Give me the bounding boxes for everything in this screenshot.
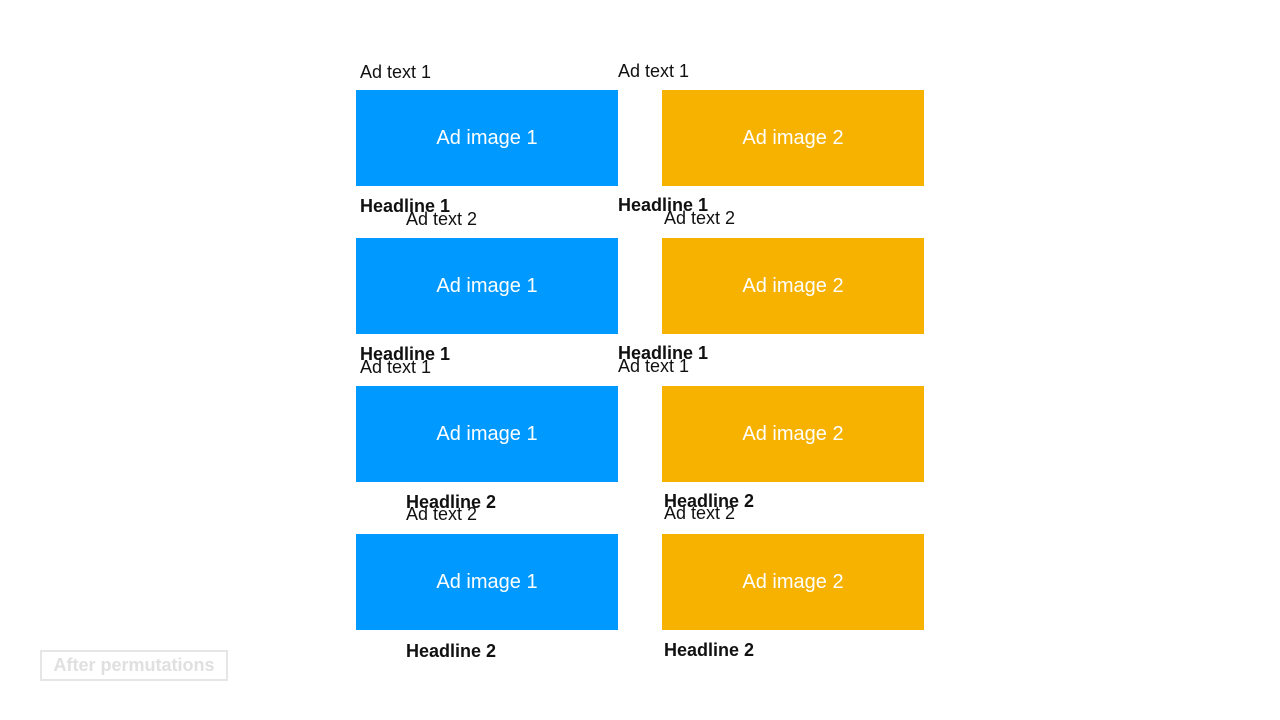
ad-headline: Headline 2 bbox=[664, 491, 755, 511]
ad-headline: Headline 2 bbox=[406, 492, 497, 512]
ad-image: Ad image 1 bbox=[356, 534, 618, 630]
ad-image: Ad image 2 bbox=[662, 386, 924, 482]
ad-text: Ad text 2 bbox=[406, 504, 478, 524]
ad-image: Ad image 2 bbox=[662, 90, 924, 186]
ad-headline: Headline 2 bbox=[664, 640, 755, 660]
ad-image: Ad image 1 bbox=[356, 386, 618, 482]
ad-headline: Headline 1 bbox=[360, 344, 451, 364]
ad-headline: Headline 1 bbox=[618, 343, 709, 363]
ad-text: Ad text 2 bbox=[406, 209, 478, 229]
ad-headline: Headline 1 bbox=[618, 195, 709, 215]
ad-image: Ad image 1 bbox=[356, 90, 618, 186]
ad-headline: Headline 1 bbox=[360, 196, 451, 216]
ad-text: Ad text 1 bbox=[618, 356, 690, 376]
ad-text: Ad text 1 bbox=[618, 61, 690, 81]
stage-label: After permutations bbox=[40, 650, 228, 681]
ad-text: Ad text 1 bbox=[360, 357, 432, 377]
ad-text: Ad text 2 bbox=[664, 208, 736, 228]
ad-text: Ad text 2 bbox=[664, 503, 736, 523]
ad-image: Ad image 1 bbox=[356, 238, 618, 334]
ad-image: Ad image 2 bbox=[662, 534, 924, 630]
ad-text: Ad text 1 bbox=[360, 62, 432, 82]
ad-image: Ad image 2 bbox=[662, 238, 924, 334]
ad-headline: Headline 2 bbox=[406, 641, 497, 661]
